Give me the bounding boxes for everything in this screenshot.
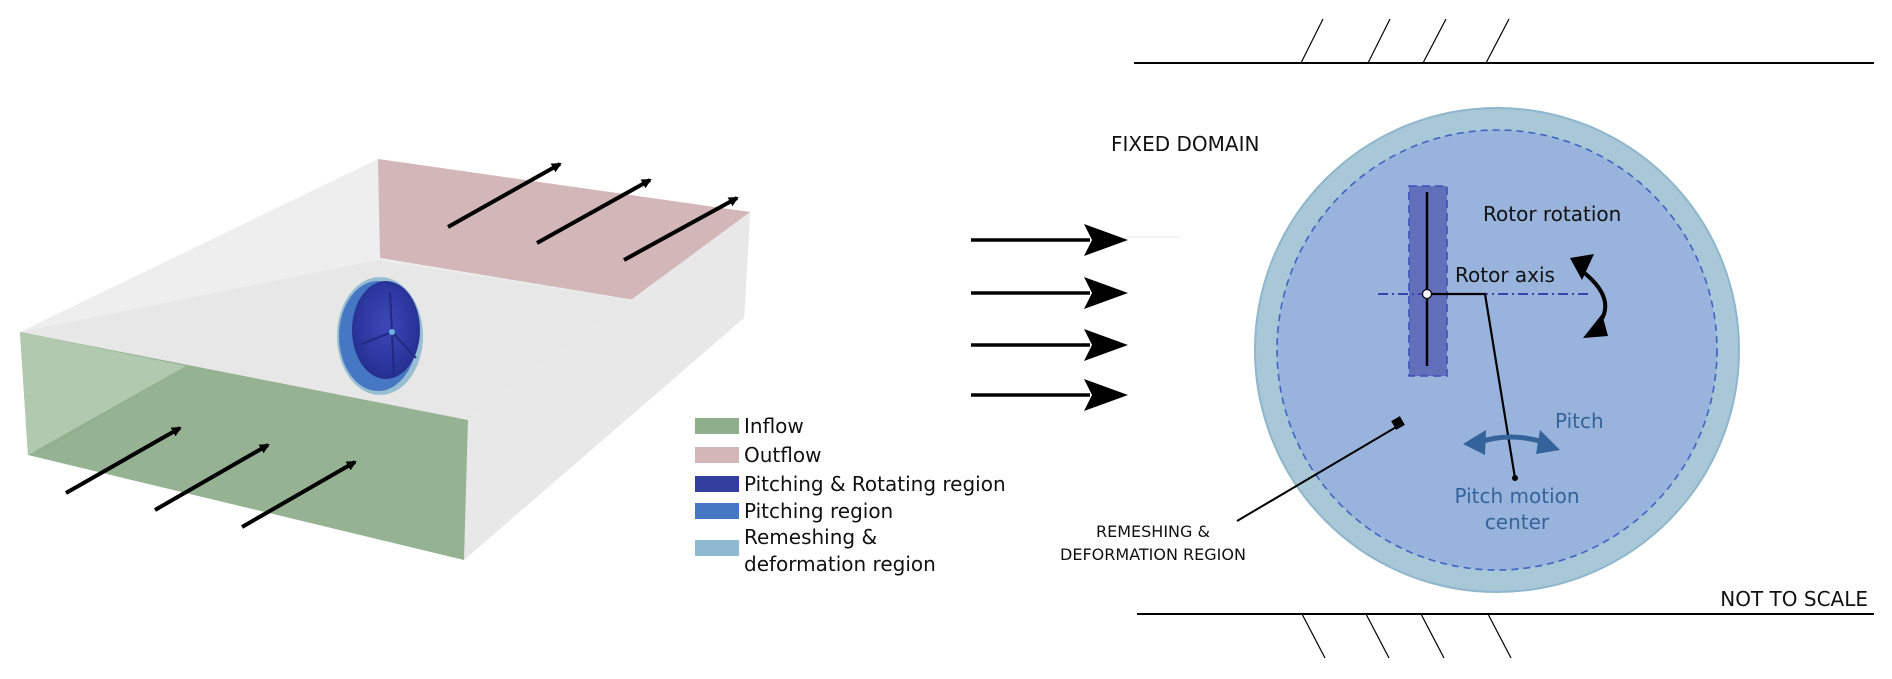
rotor-3d [337, 277, 423, 395]
pitching-region-2d [1276, 129, 1718, 571]
top-wall [1134, 18, 1874, 64]
rotor-rotation-label: Rotor rotation [1483, 202, 1621, 226]
legend: Inflow Outflow Pitching & Rotating regio… [695, 414, 1006, 576]
inflow-arrow-3 [241, 460, 357, 529]
outflow-arrow-2 [536, 178, 652, 245]
inflow-face-overlap [20, 332, 186, 455]
legend-swatch-inflow [695, 418, 739, 434]
pitch-arm-line [1427, 292, 1517, 479]
hatch-mark [1365, 613, 1390, 659]
pitch-center-dot [1512, 475, 1518, 481]
remeshing-leader-marker [1391, 416, 1405, 430]
outflow-face [378, 159, 750, 318]
rotor-hub-icon [1421, 288, 1433, 300]
fixed-domain-label: FIXED DOMAIN [1111, 132, 1259, 156]
legend-swatch-pitching [695, 503, 739, 519]
flow-arrow [971, 379, 1128, 411]
flow-arrow [971, 329, 1128, 361]
hub-icon [389, 329, 395, 335]
bottom-wall [1137, 613, 1874, 659]
legend-label-pitching: Pitching region [744, 499, 893, 523]
rotor-axis-label: Rotor axis [1455, 263, 1555, 287]
hatch-mark [1301, 613, 1326, 659]
legend-label-inflow: Inflow [744, 414, 804, 438]
legend-label-remeshing-1: Remeshing & [744, 525, 877, 549]
outflow-arrows [447, 162, 739, 262]
remeshing-label-1: REMESHING & [1096, 522, 1210, 541]
turbine-blades-icon [361, 292, 417, 376]
pitch-center-label-2: center [1485, 510, 1550, 534]
rotation-arrow-icon [1570, 254, 1608, 338]
flow-arrow [971, 277, 1128, 309]
remeshing-label-2: DEFORMATION REGION [1060, 545, 1246, 564]
hatch-mark [1485, 18, 1510, 64]
hatch-mark [1300, 18, 1324, 64]
flow-arrow [971, 224, 1180, 256]
hatch-mark [1420, 613, 1445, 659]
legend-swatch-outflow [695, 447, 739, 463]
hatch-mark [1367, 18, 1391, 64]
inflow-arrow-2 [154, 443, 270, 512]
legend-label-pitching-rotating: Pitching & Rotating region [744, 472, 1006, 496]
pitch-center-label-1: Pitch motion [1454, 484, 1579, 508]
legend-swatch-remeshing [695, 540, 739, 556]
remeshing-leader-line [1236, 425, 1399, 522]
inflow-arrows [65, 426, 357, 529]
inflow-arrow-1 [65, 426, 182, 495]
pitch-label: Pitch [1555, 409, 1604, 433]
flow-arrows [971, 224, 1180, 411]
legend-swatch-pitching-rotating [695, 476, 739, 492]
hatch-mark [1422, 18, 1447, 64]
box-right-face [464, 212, 750, 560]
outflow-arrow-1 [447, 162, 562, 229]
legend-label-outflow: Outflow [744, 443, 821, 467]
hatch-mark [1487, 613, 1512, 659]
outflow-arrow-3 [623, 196, 739, 262]
pitch-arrow-icon [1463, 430, 1560, 455]
pitching-rotating-region-3d [352, 281, 420, 379]
not-to-scale-label: NOT TO SCALE [1720, 587, 1868, 611]
legend-label-remeshing-2: deformation region [744, 552, 936, 576]
